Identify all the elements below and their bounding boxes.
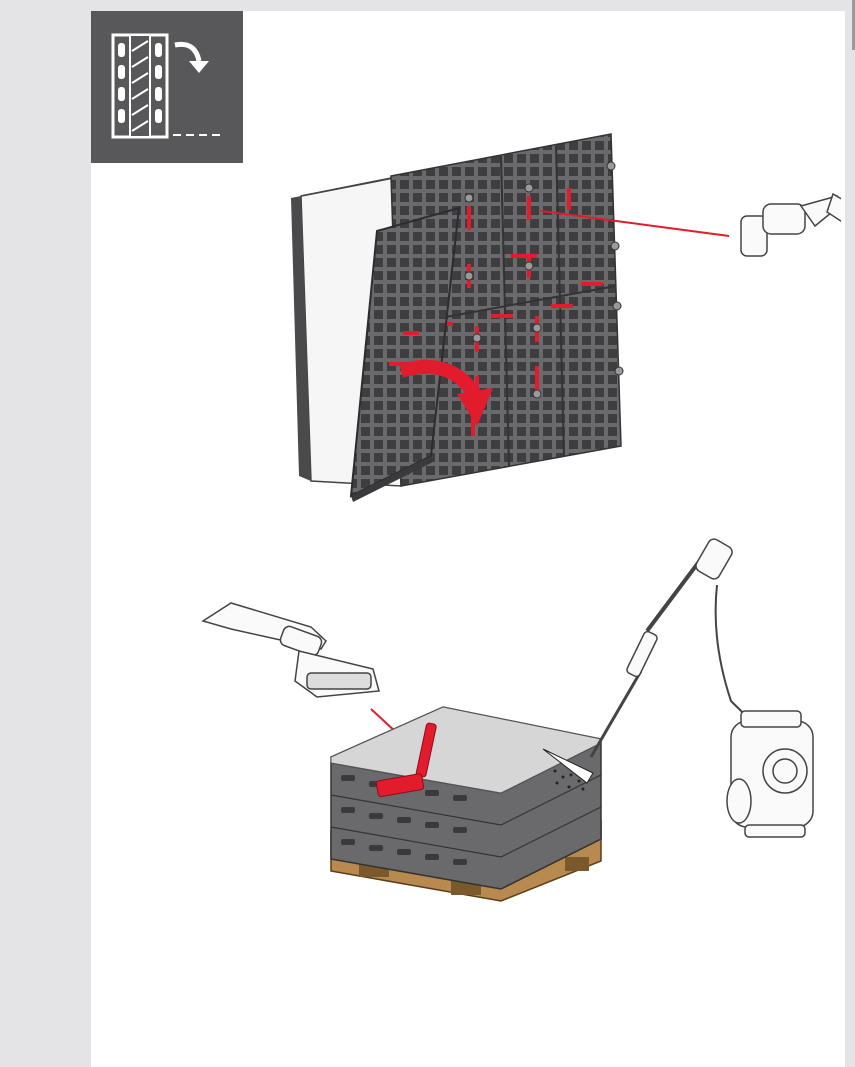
- manual-page: [91, 11, 845, 1067]
- scraper-tool-icon: [203, 603, 379, 697]
- wall-formwork-stripping-illustration: [281, 126, 841, 506]
- pressure-washer-icon: [727, 711, 813, 837]
- panel-cleaning-illustration: [191, 531, 851, 931]
- formwork-hammer-icon: [741, 194, 841, 256]
- formwork-strip-down-icon: [91, 11, 243, 163]
- step-icon-box: [91, 11, 243, 163]
- pressure-washer-lance-icon: [591, 537, 759, 757]
